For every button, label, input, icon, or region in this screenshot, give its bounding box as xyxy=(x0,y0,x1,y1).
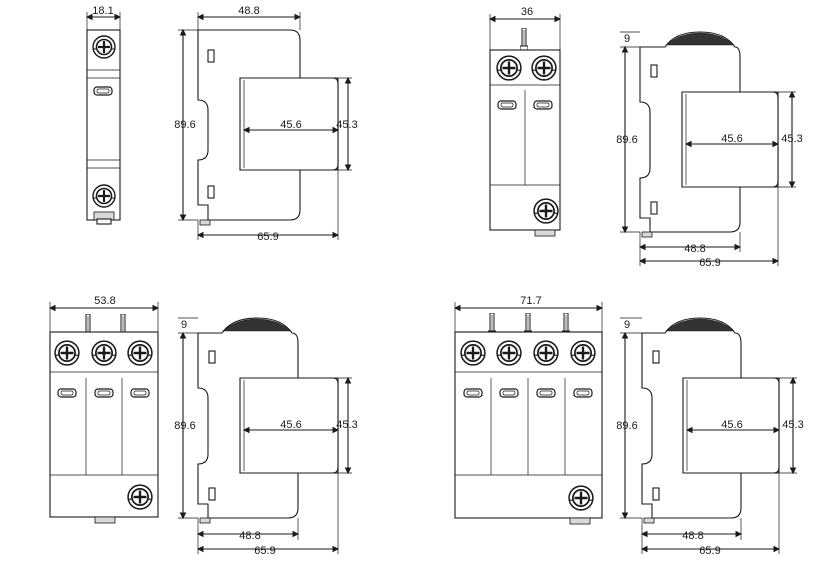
side-dims-2: 9 89.6 45.6 45.3 48.8 65.9 xyxy=(616,31,803,269)
front-h-label-1: 45.3 xyxy=(336,119,357,131)
side-dims-3: 9 89.6 45.6 45.3 48.8 65.9 xyxy=(174,317,358,557)
height-label-1: 89.6 xyxy=(174,119,195,131)
side-view-4 xyxy=(641,317,780,524)
inner-label-3: 45.6 xyxy=(280,419,301,431)
dim-width-3p: 53.8 xyxy=(48,295,160,332)
width-3p-label: 53.8 xyxy=(94,295,115,307)
dim-width-4p: 71.7 xyxy=(453,295,604,332)
cap-label-4: 9 xyxy=(624,319,630,331)
dim-width-2p: 36 xyxy=(488,6,562,50)
width-2p-label: 36 xyxy=(521,6,533,18)
bottom-inner-label-3: 48.8 xyxy=(239,530,260,542)
bottom-total-label-2: 65.9 xyxy=(699,257,720,269)
side-view-3 xyxy=(197,317,339,524)
height-label-4: 89.6 xyxy=(616,420,637,432)
width-4p-label: 71.7 xyxy=(520,295,541,307)
inner-label-4: 45.6 xyxy=(721,419,742,431)
width-1p-label: 18.1 xyxy=(92,5,113,17)
front-view-3-pole xyxy=(49,314,159,524)
bottom-total-label-1: 65.9 xyxy=(257,231,278,243)
bottom-inner-label-4: 48.8 xyxy=(682,530,703,542)
side-dims-1: 48.8 89.6 45.6 45.3 65.9 xyxy=(174,5,357,243)
height-label-3: 89.6 xyxy=(174,420,195,432)
side-view-2 xyxy=(639,31,779,238)
front-view-2-pole xyxy=(489,28,561,237)
front-view-4-pole xyxy=(454,313,603,525)
height-label-2: 89.6 xyxy=(616,134,637,146)
cap-label-2: 9 xyxy=(624,33,630,45)
front-h-label-4: 45.3 xyxy=(782,419,803,431)
side-dims-4: 9 89.6 45.6 45.3 48.8 65.9 xyxy=(616,317,804,557)
front-h-label-3: 45.3 xyxy=(336,419,357,431)
inner-label-1: 45.6 xyxy=(280,119,301,131)
side-top-label-1: 48.8 xyxy=(238,5,259,17)
dim-width-1p: 18.1 xyxy=(85,5,122,30)
front-view-1-pole xyxy=(86,29,121,225)
inner-label-2: 45.6 xyxy=(721,133,742,145)
bottom-total-label-4: 65.9 xyxy=(699,545,720,557)
front-h-label-2: 45.3 xyxy=(781,133,802,145)
cap-label-3: 9 xyxy=(181,319,187,331)
bottom-total-label-3: 65.9 xyxy=(254,545,275,557)
side-view-1 xyxy=(197,29,339,226)
bottom-inner-label-2: 48.8 xyxy=(684,243,705,255)
